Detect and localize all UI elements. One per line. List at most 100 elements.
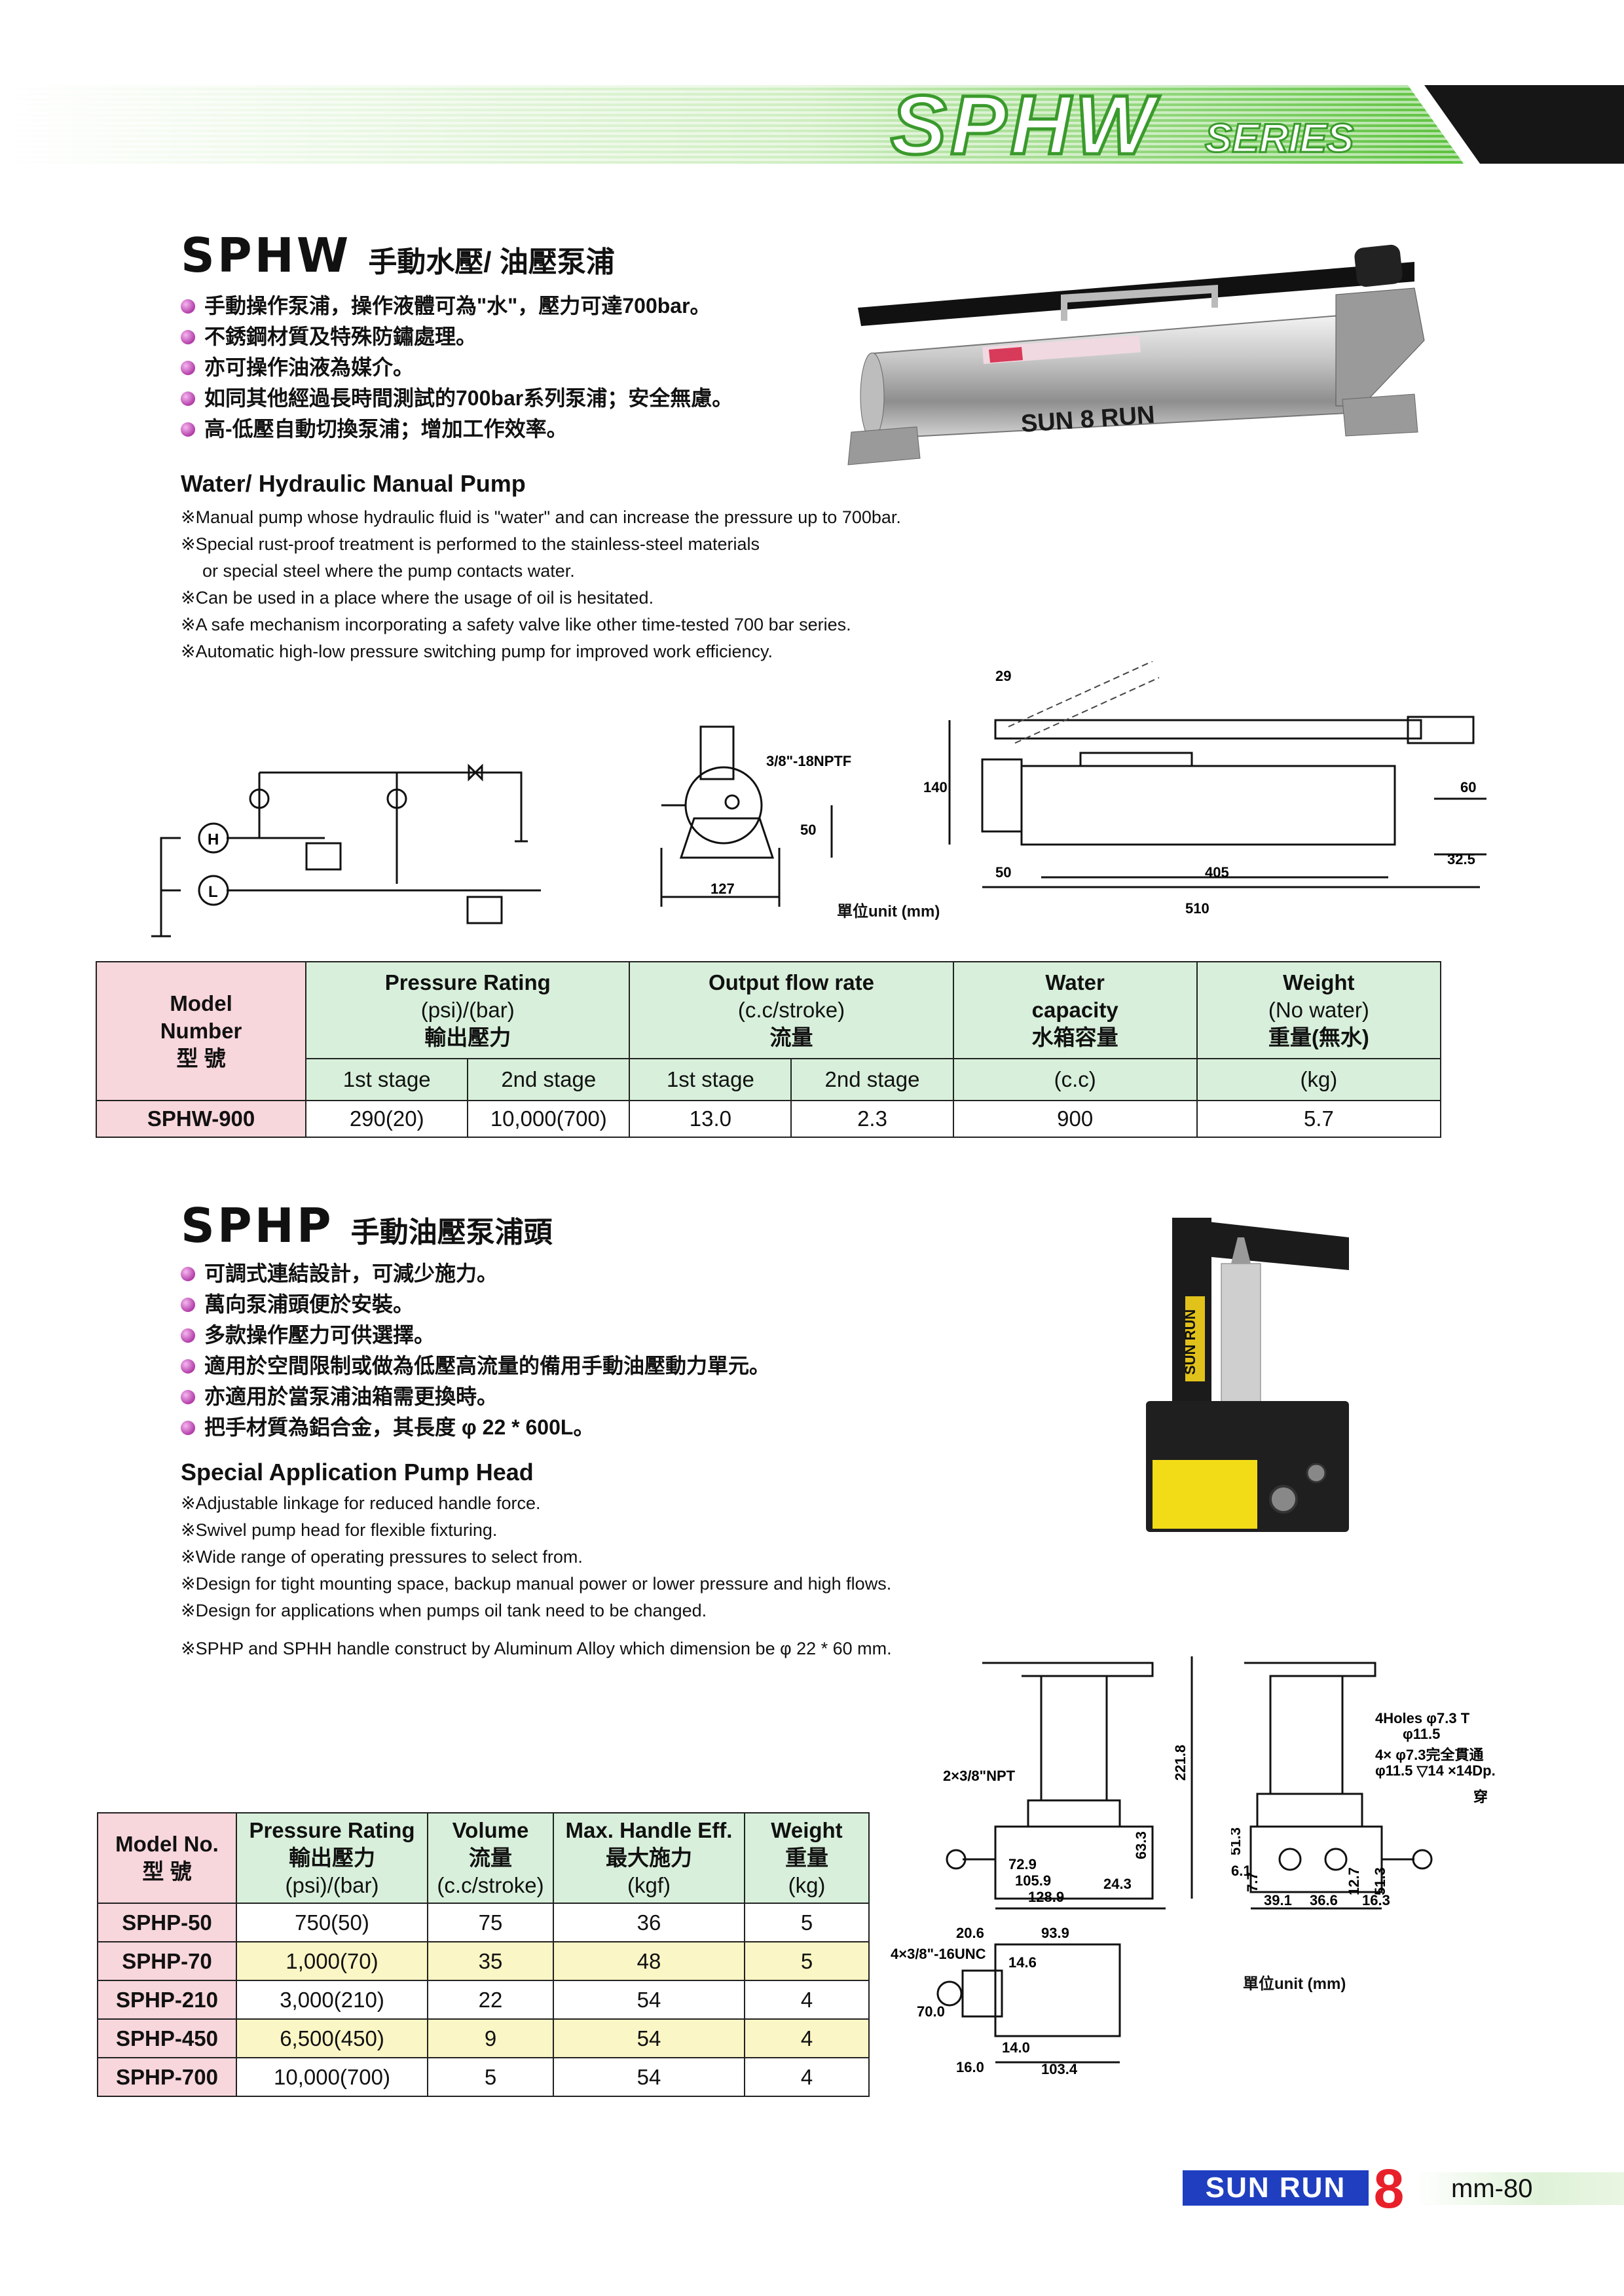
circuit-low-label: L [208, 883, 218, 901]
footer-brand-mark: 8 [1374, 2160, 1405, 2214]
sphp-top-view-drawing: 20.6 93.9 4×3/8"-16UNC 14.6 70.0 16.0 14… [891, 1925, 1121, 2077]
banner-series-code: SPHW [889, 77, 1158, 174]
table-header-unit-water: (c.c) [952, 1058, 1198, 1101]
dim-label: 103.4 [1041, 2061, 1078, 2077]
list-item: 如同其他經過長時間測試的700bar系列泵浦；安全無慮。 [181, 383, 733, 414]
dim-label: 50 [995, 864, 1011, 881]
sphp-unit-label: 單位unit (mm) [1243, 1975, 1346, 1993]
table-header-unit-weight: (kg) [1196, 1058, 1442, 1101]
dim-label: 72.9 [1008, 1856, 1037, 1872]
bullet-icon [181, 361, 195, 375]
dim-label: 24.3 [1103, 1876, 1132, 1892]
dim-hole-note: 穿 [1473, 1789, 1488, 1805]
sphw-title-zh: 手動水壓/ 油壓泵浦 [368, 246, 615, 278]
dim-label: 63.3 [1133, 1831, 1149, 1859]
note-line: ※Swivel pump head for flexible fixturing… [181, 1520, 498, 1540]
list-item: 不銹鋼材質及特殊防鏽處理。 [181, 321, 733, 352]
dim-port-label: 2×3/8"NPT [943, 1768, 1016, 1784]
table-row: SPHP-50 750(50) 75 36 5 [97, 1903, 870, 1942]
dim-label: 140 [923, 779, 948, 795]
series-banner [0, 85, 1624, 164]
dim-label: 16.0 [956, 2059, 984, 2075]
dim-port-label: 4×3/8"-16UNC [891, 1946, 986, 1962]
bullet-icon [181, 1328, 195, 1343]
dim-label: 50 [800, 822, 816, 838]
table-row: SPHP-210 3,000(210) 22 54 4 [97, 1980, 870, 2020]
note-line: or special steel where the pump contacts… [202, 561, 575, 581]
note-line: ※Special rust-proof treatment is perform… [181, 534, 760, 554]
sphw-hydraulic-circuit: H L [151, 763, 541, 938]
bullet-icon [181, 299, 195, 314]
dim-port-label: 3/8"-18NPTF [766, 753, 851, 769]
list-item: 亦適用於當泵浦油箱需更換時。 [181, 1381, 770, 1412]
dim-label: 36.6 [1310, 1892, 1338, 1908]
bullet-icon [181, 1421, 195, 1435]
sphw-side-view-drawing: 29 140 60 32.5 50 405 510 [923, 661, 1486, 917]
sphp-pump-photo: SUN RUN [1146, 1218, 1349, 1532]
dim-label: 105.9 [1015, 1872, 1051, 1889]
svg-text:8: 8 [1374, 2160, 1405, 2214]
dim-label: 51.3 [1372, 1867, 1388, 1895]
sphp-front-view-drawing: 2×3/8"NPT 221.8 63.3 72.9 105.9 128.9 24… [943, 1656, 1193, 1910]
list-item: 把手材質為鋁合金，其長度 φ 22 * 600L。 [181, 1412, 770, 1443]
sphw-unit-label: 單位unit (mm) [837, 903, 940, 920]
sphp-code: SPHP [181, 1198, 334, 1253]
dim-hole-note: φ11.5 ▽14 ×14Dp. [1375, 1762, 1496, 1779]
sphp-side-view-drawing: 4Holes φ7.3 T φ11.5 4× φ7.3完全貫通 φ11.5 ▽1… [1231, 1662, 1496, 1910]
sphw-feature-list: 手動操作泵浦，操作液體可為"水"，壓力可達700bar。 不銹鋼材質及特殊防鏽處… [181, 291, 733, 445]
sphp-notes: ※Adjustable linkage for reduced handle f… [181, 1490, 891, 1624]
note-line: ※Design for tight mounting space, backup… [181, 1574, 892, 1594]
list-item: 高-低壓自動切換泵浦；增加工作效率。 [181, 414, 733, 445]
sphw-front-view-drawing: 3/8"-18NPTF 127 50 [660, 725, 851, 907]
note-line: ※SPHP and SPHH handle construct by Alumi… [181, 1639, 892, 1658]
dim-label: 510 [1185, 900, 1209, 917]
dim-label: 12.7 [1346, 1867, 1362, 1895]
table-header-stage-1: 1st stage [629, 1058, 792, 1101]
dim-label: 93.9 [1041, 1925, 1069, 1941]
footer-brand-logo: SUN RUN [1183, 2170, 1369, 2206]
note-line: ※A safe mechanism incorporating a safety… [181, 615, 851, 634]
dim-label: 127 [710, 881, 735, 897]
table-header-stage-1: 1st stage [305, 1058, 469, 1101]
sphw-notes: ※Manual pump whose hydraulic fluid is "w… [181, 504, 901, 665]
sphp-title-en: Special Application Pump Head [181, 1459, 534, 1485]
dim-label: 7.7 [1244, 1872, 1261, 1892]
table-row: SPHP-70 1,000(70) 35 48 5 [97, 1941, 870, 1981]
table-row: SPHP-450 6,500(450) 9 54 4 [97, 2018, 870, 2058]
table-header-stage-2: 2nd stage [790, 1058, 954, 1101]
note-line: ※Can be used in a place where the usage … [181, 588, 654, 608]
dim-label: 405 [1205, 864, 1229, 881]
table-header-model: Model No.型 號 [97, 1812, 237, 1904]
bullet-icon [181, 392, 195, 406]
table-header-weight: Weight(No water)重量(無水) [1196, 961, 1442, 1059]
bullet-icon [181, 330, 195, 344]
table-header-pressure: Pressure Rating(psi)/(bar)輸出壓力 [305, 961, 631, 1059]
dim-label: 14.6 [1008, 1954, 1037, 1971]
dim-hole-note: 4Holes φ7.3 T [1375, 1710, 1470, 1726]
page-number: mm-80 [1414, 2172, 1624, 2205]
table-header-handle-effort: Max. Handle Eff.最大施力(kgf) [553, 1812, 745, 1904]
dim-label: 29 [995, 668, 1011, 684]
sphw-pump-photo: SUN 8 RUN [847, 244, 1425, 465]
note-line: ※Design for applications when pumps oil … [181, 1601, 707, 1620]
dim-label: 6.1 [1231, 1863, 1251, 1879]
list-item: 多款操作壓力可供選擇。 [181, 1320, 770, 1351]
bullet-icon [181, 1267, 195, 1281]
table-header-flow: Output flow rate(c.c/stroke)流量 [629, 961, 954, 1059]
dim-label: 221.8 [1172, 1745, 1189, 1781]
dim-label: 39.1 [1264, 1892, 1292, 1908]
bullet-icon [181, 1298, 195, 1312]
dim-label: 70.0 [917, 2003, 945, 2020]
dim-label: 32.5 [1447, 851, 1475, 867]
circuit-high-label: H [208, 831, 219, 848]
dim-hole-note: φ11.5 [1403, 1726, 1440, 1742]
list-item: 手動操作泵浦，操作液體可為"水"，壓力可達700bar。 [181, 291, 733, 321]
